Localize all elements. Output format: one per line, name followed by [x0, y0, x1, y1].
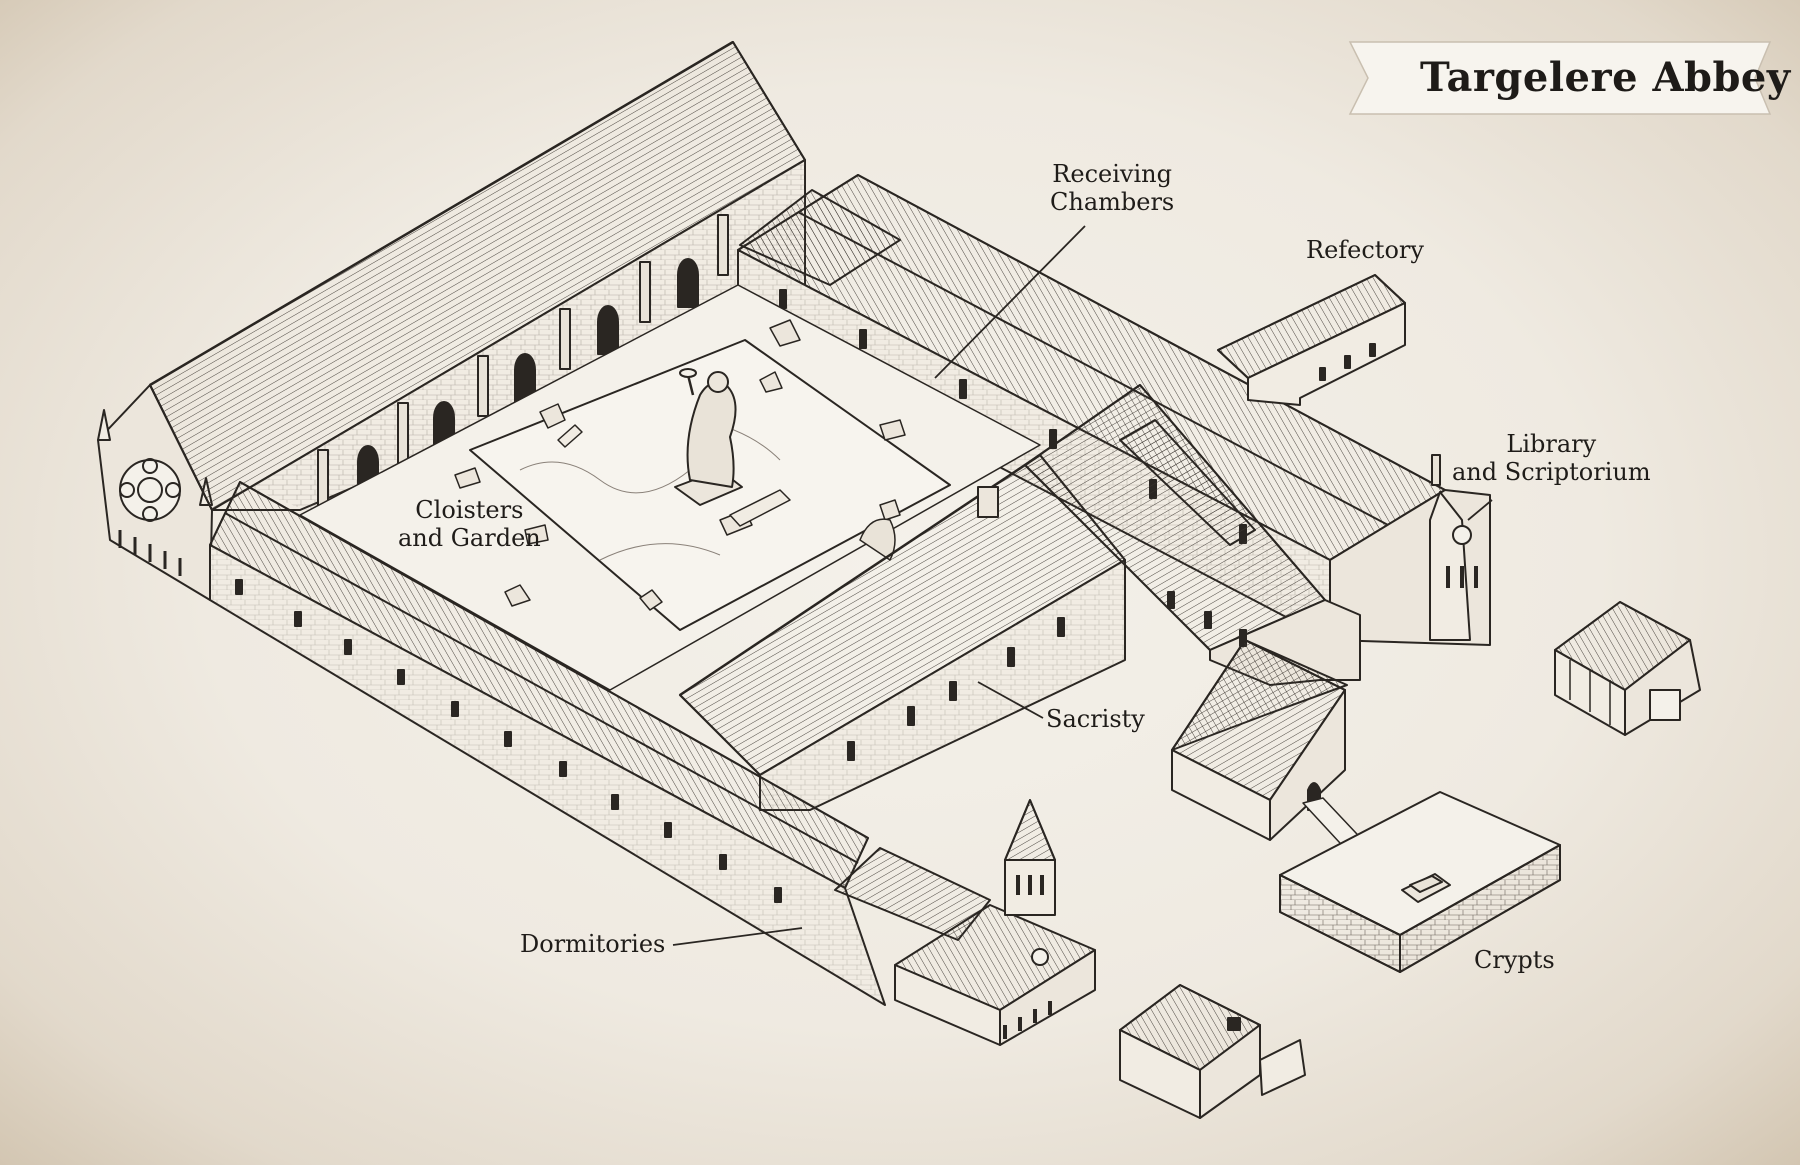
bakehouse-building — [1119, 984, 1306, 1119]
label-receiving-chambers: Receiving Chambers — [1050, 160, 1174, 216]
label-crypts: Crypts — [1474, 946, 1555, 974]
label-cloisters-line1: Cloisters — [415, 496, 524, 524]
label-refectory: Refectory — [1306, 236, 1424, 264]
label-leader-lines — [672, 225, 1493, 946]
label-cloisters: Cloisters and Garden — [398, 496, 541, 552]
cloister-courtyard — [299, 284, 1041, 691]
chapel-building — [834, 799, 1096, 1046]
church-building — [97, 40, 806, 601]
statue — [674, 368, 743, 506]
label-receiving-line1: Receiving — [1052, 160, 1172, 188]
label-library: Library and Scriptorium — [1452, 430, 1651, 486]
label-cloisters-line2: and Garden — [398, 524, 541, 552]
label-library-line2: and Scriptorium — [1452, 458, 1651, 486]
map-title: Targelere Abbey — [1420, 54, 1791, 101]
label-dormitories: Dormitories — [520, 930, 666, 958]
sacristy-building — [679, 453, 1126, 811]
crypts-enclosure — [1279, 791, 1561, 973]
label-receiving-line2: Chambers — [1050, 188, 1175, 216]
dormitories-building — [209, 481, 886, 1006]
title-banner-shape — [1348, 41, 1772, 115]
label-sacristy: Sacristy — [1046, 705, 1145, 733]
barn-building — [1171, 639, 1373, 857]
house-building — [1554, 601, 1701, 736]
refectory-building — [1217, 274, 1406, 406]
label-library-line1: Library — [1506, 430, 1597, 458]
